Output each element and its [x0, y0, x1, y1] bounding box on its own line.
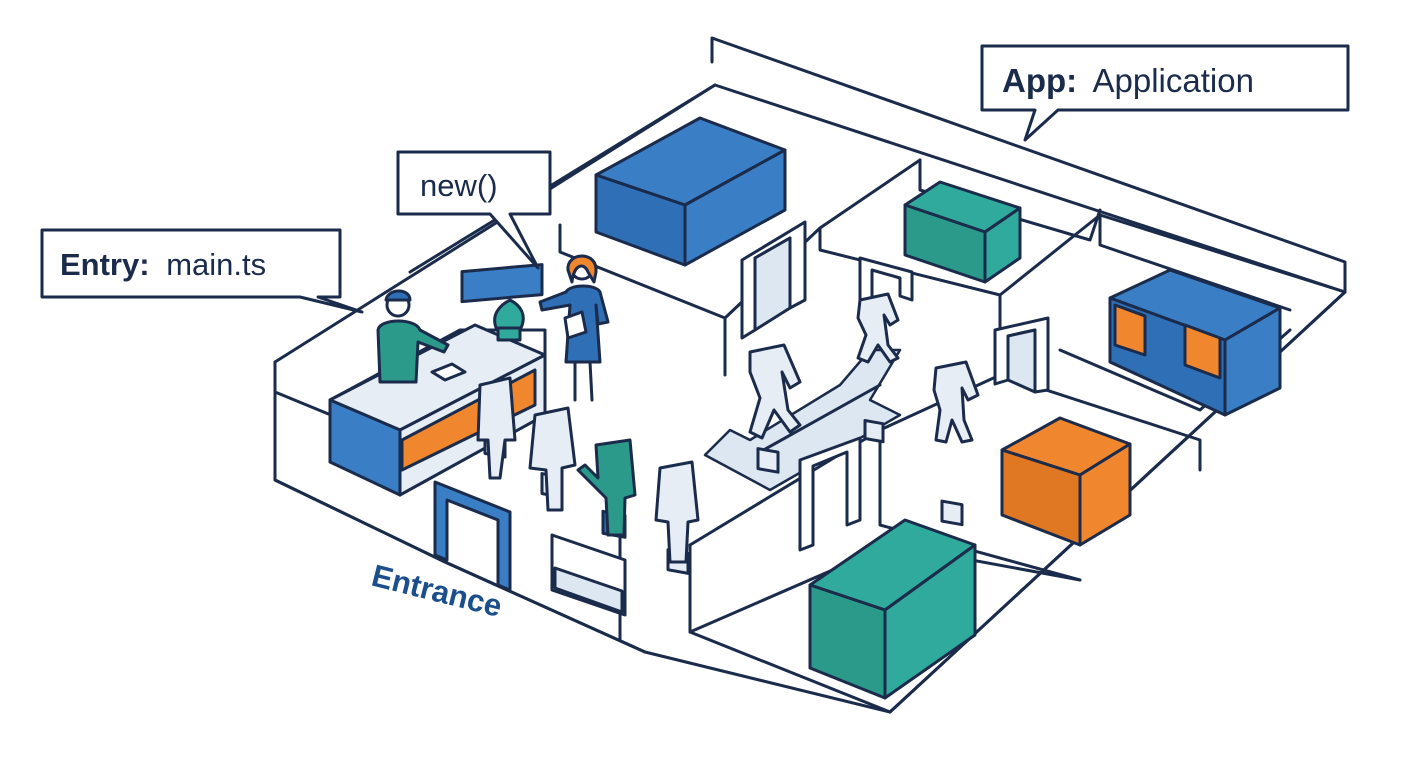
module-box-teal-bottom — [808, 518, 977, 700]
person-visitor-teal — [576, 438, 637, 539]
people — [376, 254, 980, 575]
module-box-blue-top — [594, 116, 787, 267]
person-walker-1 — [748, 343, 802, 474]
person-walker-2 — [856, 292, 900, 444]
svg-text:App: Application: App: Application — [1002, 62, 1254, 99]
module-box-teal-top — [903, 180, 1022, 284]
callout-entry: Entry: main.ts — [40, 228, 364, 314]
person-visitor-3 — [654, 460, 700, 575]
svg-text:new(): new() — [420, 168, 498, 203]
callout-app-value: Application — [1093, 62, 1254, 99]
entrance-door — [433, 480, 512, 592]
svg-text:Entry: main.ts: Entry: main.ts — [60, 247, 266, 282]
person-receptionist — [376, 289, 450, 384]
callout-constructor-value: new() — [420, 168, 498, 203]
module-box-orange — [1000, 416, 1132, 547]
doorways — [433, 220, 1050, 617]
callout-entry-label: Entry: — [60, 247, 150, 282]
person-woman — [538, 254, 610, 402]
person-visitor-1 — [476, 376, 517, 480]
app-bracket — [710, 36, 1347, 294]
callout-app-label: App: — [1002, 62, 1077, 99]
person-walker-3 — [932, 360, 980, 527]
module-box-blue-right — [1108, 268, 1282, 417]
person-visitor-2 — [528, 406, 577, 512]
callout-app: App: Application — [980, 44, 1350, 142]
callout-entry-value: main.ts — [166, 247, 266, 282]
callout-constructor: new() — [396, 150, 552, 270]
